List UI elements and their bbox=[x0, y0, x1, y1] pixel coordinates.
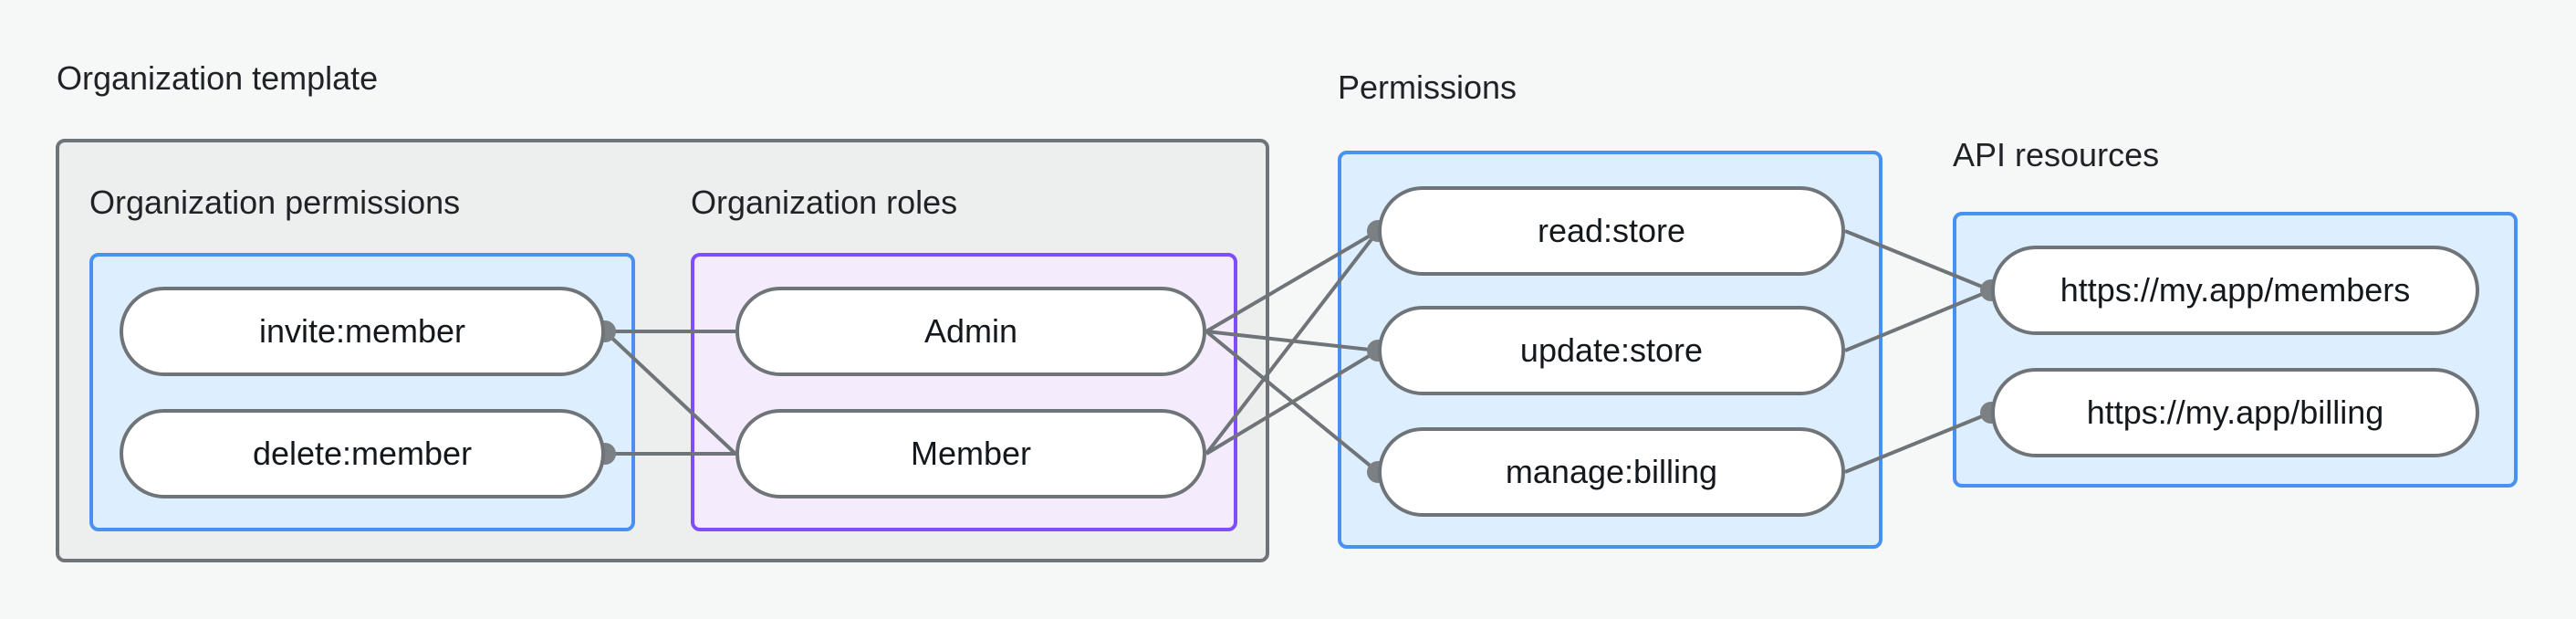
node-billing-url[interactable]: https://my.app/billing bbox=[1991, 368, 2479, 457]
node-members-url[interactable]: https://my.app/members bbox=[1991, 246, 2479, 335]
node-update-store[interactable]: update:store bbox=[1378, 306, 1845, 395]
organization-permissions-label: Organization permissions bbox=[89, 184, 461, 221]
api-resources-label: API resources bbox=[1953, 136, 2160, 173]
permissions-label: Permissions bbox=[1338, 68, 1517, 106]
node-manage-billing[interactable]: manage:billing bbox=[1378, 427, 1845, 517]
node-admin[interactable]: Admin bbox=[735, 287, 1206, 376]
node-delete-member[interactable]: delete:member bbox=[120, 409, 605, 498]
node-member[interactable]: Member bbox=[735, 409, 1206, 498]
node-read-store[interactable]: read:store bbox=[1378, 186, 1845, 276]
node-invite-member[interactable]: invite:member bbox=[120, 287, 605, 376]
organization-template-label: Organization template bbox=[57, 59, 379, 97]
organization-roles-label: Organization roles bbox=[691, 184, 958, 221]
